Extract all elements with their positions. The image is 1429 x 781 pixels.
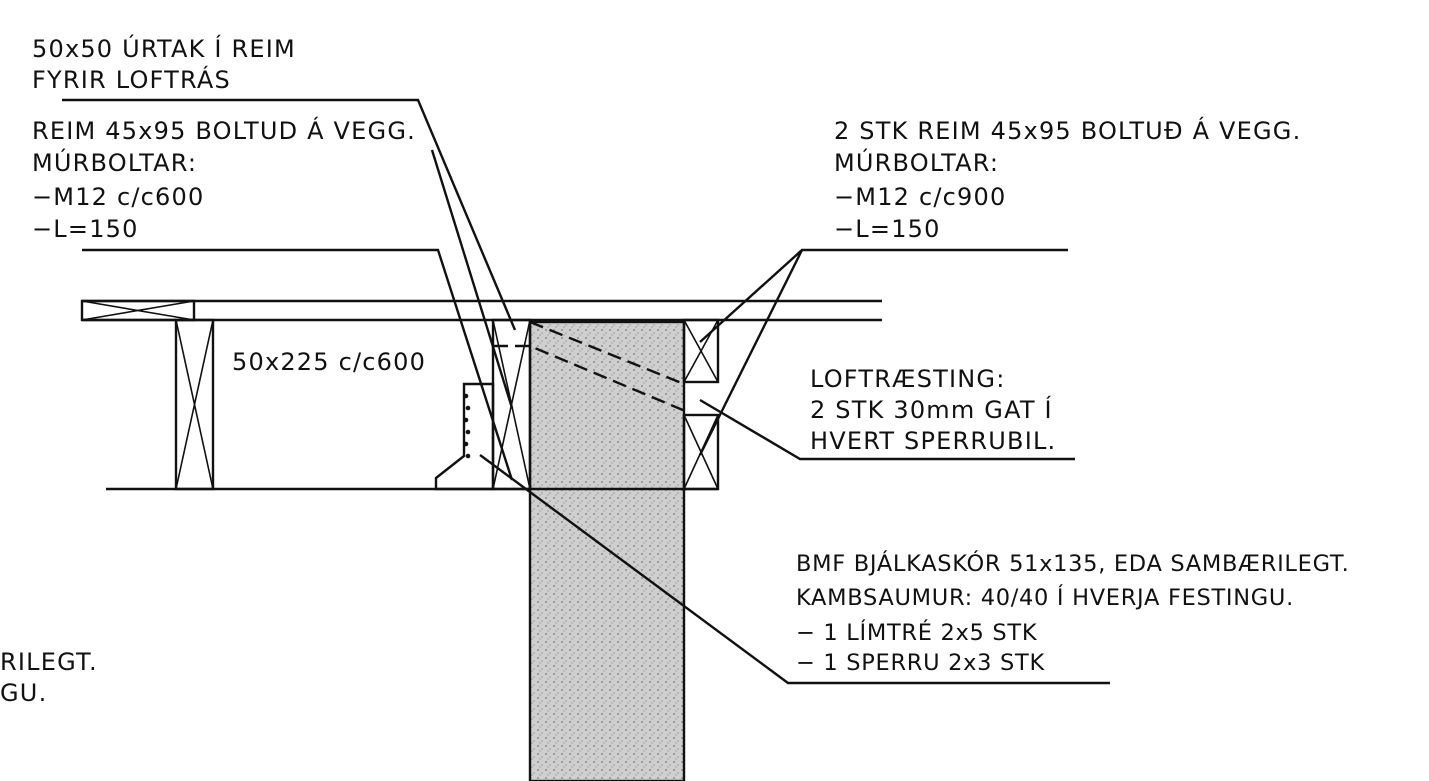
leader-reim-left: [82, 248, 514, 481]
concrete-wall: [528, 320, 686, 781]
leader-top-left: [62, 98, 517, 331]
cropped-fragment: RILEGT. GU.: [0, 648, 107, 707]
vent-path-upper: [529, 320, 685, 386]
note-ventilation: LOFTRÆSTING: 2 STK 30mm GAT Í HVERT SPER…: [810, 365, 1062, 455]
leader-reim-left-2: [430, 149, 514, 409]
note-hanger: BMF BJÁLKASKÓR 51x135, EDA SAMBÆRILEGT. …: [796, 549, 1357, 676]
note-top-left: 50x50 ÚRTAK Í REIM FYRIR LOFTRÁS: [32, 33, 305, 94]
leader-reim-right-2: [698, 249, 804, 456]
leader-reim-right: [699, 248, 1068, 343]
note-reim-left: REIM 45x95 BOLTUD Á VEGG. MÚRBOLTAR: −M1…: [32, 116, 425, 243]
leader-hanger: [479, 454, 1110, 685]
joist-hanger: [434, 382, 495, 491]
note-reim-right: 2 STK REIM 45x95 BOLTUÐ Á VEGG. MÚRBOLTA…: [834, 116, 1310, 243]
vent-path-lower: [494, 344, 691, 415]
edge-block: [80, 299, 196, 322]
left-blocking: [174, 318, 215, 491]
joist-spacing-label: 50x225 c/c600: [232, 348, 426, 376]
leader-ventilation: [699, 398, 1075, 461]
